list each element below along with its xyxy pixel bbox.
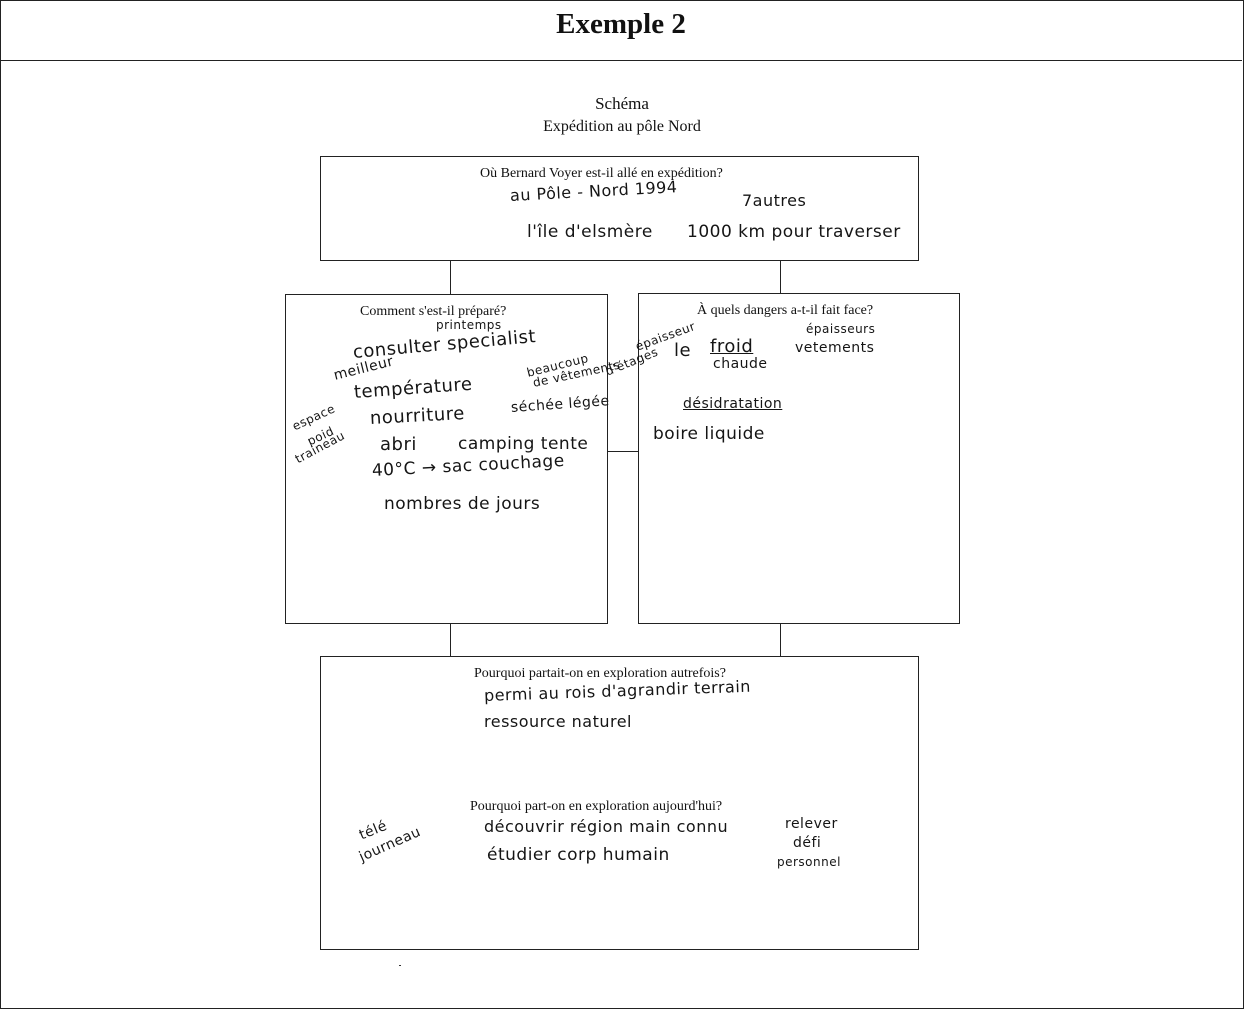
answer-handwritten: découvrir région main connu — [484, 817, 729, 836]
answer-handwritten: étudier corp humain — [487, 845, 670, 865]
connector-line — [450, 260, 451, 294]
connector-line — [607, 451, 638, 452]
page-title: Exemple 2 — [556, 8, 686, 40]
answer-handwritten: nombres de jours — [384, 494, 541, 514]
connector-line — [780, 260, 781, 293]
answer-handwritten: vetements — [795, 340, 875, 356]
answer-handwritten: le — [674, 340, 692, 361]
connector-line — [450, 623, 451, 656]
question-location: Où Bernard Voyer est-il allé en expéditi… — [480, 166, 723, 181]
answer-handwritten: 1000 km pour traverser — [687, 222, 901, 242]
answer-handwritten: l'île d'elsmère — [527, 222, 653, 242]
answer-handwritten: abri — [380, 434, 417, 455]
answer-handwritten: froid — [710, 336, 754, 357]
answer-handwritten: ressource naturel — [484, 712, 632, 731]
side-note: personnel — [777, 855, 841, 869]
answer-handwritten: épaisseurs — [806, 322, 876, 336]
box-location — [320, 156, 919, 261]
answer-handwritten: camping tente — [458, 434, 589, 454]
answer-handwritten: chaude — [713, 356, 768, 372]
connector-line — [780, 623, 781, 656]
question-dangers: À quels dangers a-t-il fait face? — [697, 303, 874, 318]
question-now: Pourquoi part-on en exploration aujourd'… — [470, 799, 723, 814]
answer-handwritten: boire liquide — [653, 424, 765, 444]
box-preparation — [285, 294, 608, 624]
schema-title: Schéma — [595, 94, 649, 113]
answer-handwritten: 7autres — [742, 191, 807, 210]
answer-handwritten: désidratation — [683, 396, 783, 412]
schema-subtitle: Expédition au pôle Nord — [543, 118, 701, 135]
question-preparation: Comment s'est-il préparé? — [360, 304, 507, 319]
box-reasons — [320, 656, 919, 950]
side-note: défi — [793, 835, 822, 851]
header-bar: Exemple 2 — [0, 0, 1242, 61]
side-note: relever — [785, 816, 838, 832]
question-past: Pourquoi partait-on en exploration autre… — [474, 666, 726, 681]
speck — [399, 965, 401, 966]
answer-handwritten: printemps — [436, 318, 502, 332]
box-dangers — [638, 293, 960, 624]
